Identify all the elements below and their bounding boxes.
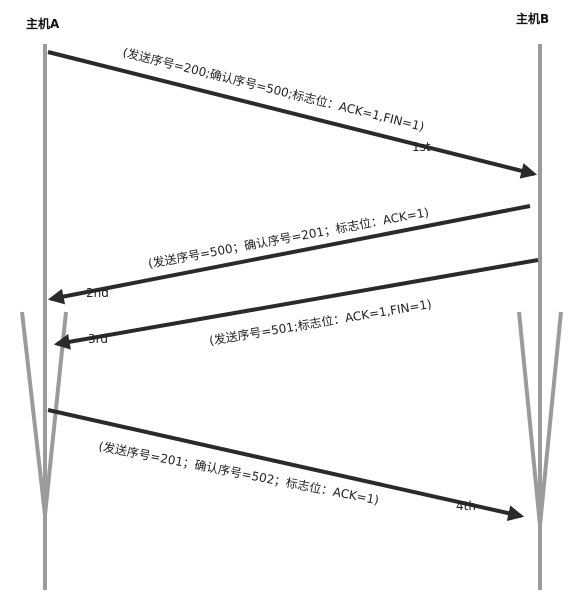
message-2-arrow (47, 204, 531, 305)
message-1-label: (发送序号=200;确认序号=500;标志位：ACK=1,FIN=1) (121, 44, 426, 134)
host-b-label: 主机B (516, 11, 549, 26)
message-2-order: 2nd (86, 286, 109, 300)
message-1-order: 1st (412, 140, 431, 154)
message-3-label: (发送序号=501;标志位：ACK=1,FIN=1) (208, 296, 433, 348)
message-3-order: 3rd (88, 332, 108, 346)
message-2-label: (发送序号=500；确认序号=201；标志位：ACK=1) (147, 204, 430, 271)
message-4-order: 4th (456, 499, 476, 513)
message-4-arrow (47, 408, 525, 522)
host-a-label: 主机A (26, 16, 60, 31)
host-b-lifeline (517, 44, 563, 590)
host-a-lifeline (20, 44, 68, 590)
message-1-arrow (47, 50, 538, 179)
message-3-arrow (53, 258, 539, 350)
message-4-label: (发送序号=201；确认序号=502；标志位：ACK=1) (97, 438, 380, 507)
